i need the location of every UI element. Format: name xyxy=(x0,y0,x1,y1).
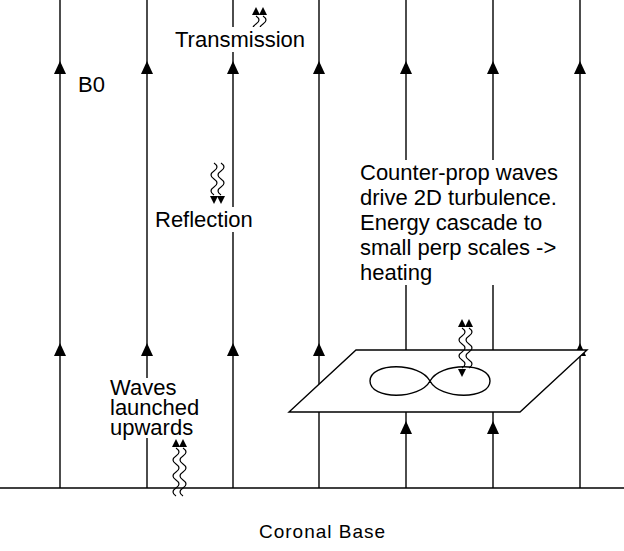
wave-squiggle xyxy=(459,328,465,368)
arrowhead xyxy=(227,343,239,356)
coronal-base-line xyxy=(0,487,624,489)
field-arrowheads xyxy=(54,61,586,356)
arrowhead xyxy=(179,439,187,447)
arrowhead xyxy=(458,369,466,377)
base-label: Coronal Base xyxy=(257,520,388,544)
wave-reflection xyxy=(211,163,224,195)
field-arrowheads xyxy=(400,421,499,434)
wave-heads xyxy=(172,439,187,447)
arrowhead xyxy=(574,61,586,74)
wave-heads xyxy=(210,196,225,204)
wave-squiggle xyxy=(173,448,179,496)
turbulence-plane xyxy=(289,350,587,412)
arrowhead xyxy=(313,343,325,356)
wave-counter xyxy=(459,328,472,368)
wave-squiggle xyxy=(466,328,472,368)
arrowhead xyxy=(400,421,412,434)
arrowhead xyxy=(217,196,225,204)
wave-label: Reflection xyxy=(153,207,255,232)
figure-eight-eddy xyxy=(370,367,490,396)
arrowhead xyxy=(487,61,499,74)
arrowhead xyxy=(313,61,325,74)
wave-squiggle xyxy=(218,163,224,195)
arrowhead xyxy=(172,439,180,447)
field-lines xyxy=(60,0,580,488)
arrowhead xyxy=(54,343,66,356)
field-label: B0 xyxy=(76,72,107,97)
arrowhead xyxy=(227,61,239,74)
wave-label: Transmission xyxy=(173,27,307,52)
arrowhead xyxy=(252,7,260,15)
note-text: Counter-prop waves drive 2D turbulence. … xyxy=(358,160,577,285)
arrowhead xyxy=(400,61,412,74)
arrowhead xyxy=(259,7,267,15)
wave-heads xyxy=(252,7,267,15)
arrowhead xyxy=(210,196,218,204)
arrowhead xyxy=(465,319,473,327)
wave-label: Waves launched upwards xyxy=(108,378,207,438)
arrowhead xyxy=(141,343,153,356)
arrowhead xyxy=(458,319,466,327)
arrowhead xyxy=(487,421,499,434)
wave-squiggle xyxy=(211,163,217,195)
arrowhead xyxy=(141,61,153,74)
wave-launched xyxy=(173,448,186,496)
wave-heads xyxy=(458,319,473,377)
arrowhead xyxy=(54,61,66,74)
wave-squiggle xyxy=(180,448,186,496)
